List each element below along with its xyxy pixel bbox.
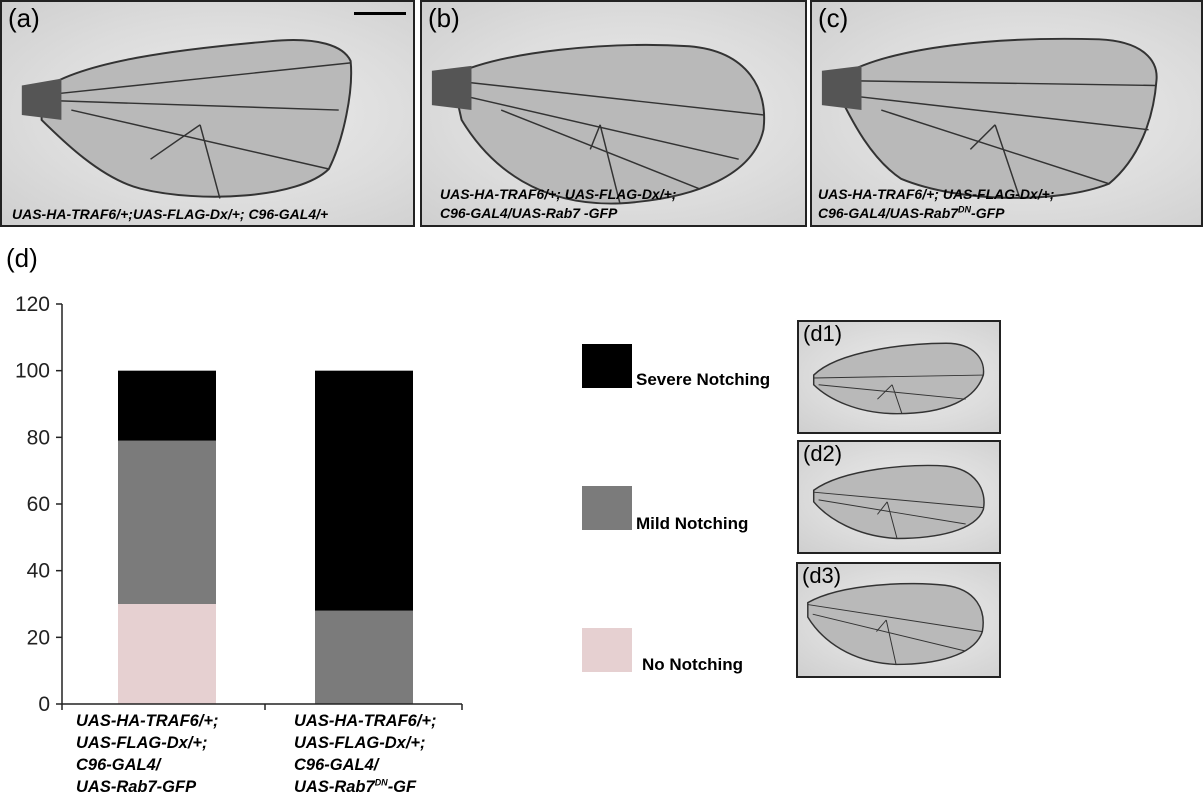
- panel-a: (a) UAS-HA-TRAF6/+;UAS-FLAG-Dx/+; C96-GA…: [0, 0, 415, 227]
- thumbnail-d2: (d2): [797, 440, 1001, 554]
- genotype-label: UAS-HA-TRAF6/+; UAS-FLAG-Dx/+; C96-GAL4/…: [440, 186, 677, 221]
- legend-label-mild: Mild Notching: [636, 514, 749, 533]
- panel-b: (b) UAS-HA-TRAF6/+; UAS-FLAG-Dx/+; C96-G…: [420, 0, 807, 227]
- y-tick-label: 40: [27, 560, 50, 583]
- thumbnail-d1: (d1): [797, 320, 1001, 434]
- thumbnail-label: (d2): [803, 441, 843, 466]
- panel-label: (a): [8, 3, 40, 33]
- genotype-label: UAS-HA-TRAF6/+; UAS-FLAG-Dx/+; C96-GAL4/…: [818, 186, 1055, 221]
- bar-segment-mild-notching-1: [118, 440, 216, 604]
- genotype-label: UAS-HA-TRAF6/+;UAS-FLAG-Dx/+; C96-GAL4/+: [12, 206, 329, 222]
- y-tick-label: 100: [15, 360, 50, 383]
- y-tick-label: 0: [38, 693, 50, 716]
- legend-swatch-none: [582, 628, 632, 672]
- panel-c: (c) UAS-HA-TRAF6/+; UAS-FLAG-Dx/+; C96-G…: [810, 0, 1203, 227]
- wing-thumbnail-image: [807, 582, 984, 666]
- x-category-label-2: UAS-HA-TRAF6/+; UAS-FLAG-Dx/+; C96-GAL4/…: [294, 712, 437, 796]
- chart-svg: 0 20 40 60 80 100 120: [15, 293, 463, 716]
- legend-label-none: No Notching: [642, 655, 744, 674]
- y-tick-label: 80: [27, 426, 50, 449]
- panel-label: (b): [428, 3, 460, 33]
- wing-image-b: [431, 44, 766, 205]
- chart-panel-label: (d): [6, 243, 38, 273]
- scale-bar: [354, 12, 406, 15]
- bar-segment-no-notching-1: [118, 604, 216, 704]
- x-category-label-1: UAS-HA-TRAF6/+; UAS-FLAG-Dx/+; C96-GAL4/…: [76, 712, 219, 796]
- panel-label: (c): [818, 3, 849, 33]
- thumbnail-label: (d3): [802, 563, 842, 588]
- bar-segment-mild-notching-2: [315, 610, 413, 704]
- wing-image-a: [21, 39, 353, 199]
- thumbnail-d3: (d3): [796, 562, 1001, 678]
- wing-image-c: [821, 37, 1158, 199]
- legend-swatch-severe: [582, 344, 632, 388]
- legend-label-severe: Severe Notching: [636, 370, 771, 389]
- y-tick-label: 120: [15, 293, 50, 316]
- legend-swatch-mild: [582, 486, 632, 530]
- wing-thumbnail-image: [812, 464, 985, 540]
- y-tick-label: 20: [27, 626, 50, 649]
- stacked-bar-chart: 0 20 40 60 80 100 120: [0, 240, 560, 803]
- wing-thumbnail-image: [812, 342, 985, 415]
- thumbnail-label: (d1): [803, 321, 843, 346]
- bar-segment-severe-notching-2: [315, 370, 413, 611]
- bar-segment-severe-notching-1: [118, 370, 216, 441]
- y-tick-label: 60: [27, 493, 50, 516]
